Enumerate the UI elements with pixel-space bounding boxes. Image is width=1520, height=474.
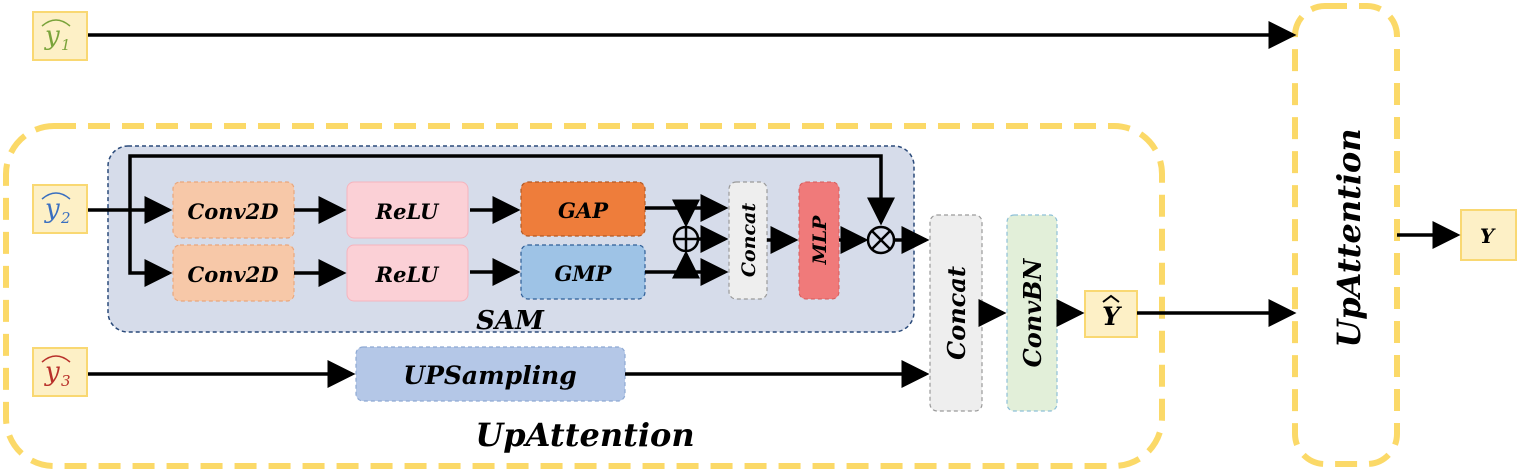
input-y3-subscript: 3 [61, 372, 71, 390]
relu-top-label: ReLU [375, 199, 440, 224]
input-y1-hat [41, 19, 71, 27]
output-y-box [1460, 209, 1517, 261]
input-y1-symbol: y [44, 21, 60, 51]
conv2d-top-label: Conv2D [187, 199, 279, 224]
relu-bottom-block [346, 244, 469, 302]
y-hat-box [1084, 290, 1138, 338]
gap-label: GAP [558, 198, 609, 223]
connectors [88, 21, 1461, 388]
input-y2: y 2 [32, 184, 88, 234]
output-y-label: Y [1480, 224, 1496, 248]
y-hat-label: Y [1102, 302, 1122, 331]
mlp-block [798, 181, 840, 300]
upsampling-label: UPSampling [403, 361, 576, 390]
input-y3-hat [41, 355, 71, 363]
upsampling-block [355, 346, 626, 402]
conv2d-bottom-label: Conv2D [187, 262, 279, 287]
convbn-block [1006, 214, 1058, 412]
upattention-container [3, 123, 1165, 469]
input-y3: y 3 [32, 347, 88, 397]
sum-operator [672, 225, 700, 253]
input-y1-subscript: 1 [61, 36, 71, 54]
upattention-right-label: UpAttention [1330, 128, 1368, 347]
concat-outer-block [929, 214, 983, 412]
input-y2-subscript: 2 [60, 209, 71, 227]
sam-label: SAM [476, 306, 545, 336]
skip-to-multiply [128, 154, 895, 226]
conv2d-bottom-block [172, 244, 295, 302]
input-y3-symbol: y [44, 357, 60, 387]
y-hat-caret [1102, 294, 1120, 303]
input-y2-symbol: y [44, 194, 60, 224]
input-y2-hat [41, 192, 71, 200]
input-y1: y 1 [32, 11, 88, 61]
upattention-label: UpAttention [475, 416, 694, 454]
conv2d-top-block [172, 181, 295, 239]
concat-inner-label: Concat [738, 203, 760, 277]
concat-outer-label: Concat [942, 266, 971, 360]
convbn-label: ConvBN [1018, 258, 1047, 368]
gmp-label: GMP [555, 261, 613, 286]
relu-top-block [346, 181, 469, 239]
relu-bottom-label: ReLU [375, 262, 440, 287]
arrow-y2-to-conv2d-bottom [128, 210, 173, 287]
mlp-label: MLP [809, 215, 831, 265]
